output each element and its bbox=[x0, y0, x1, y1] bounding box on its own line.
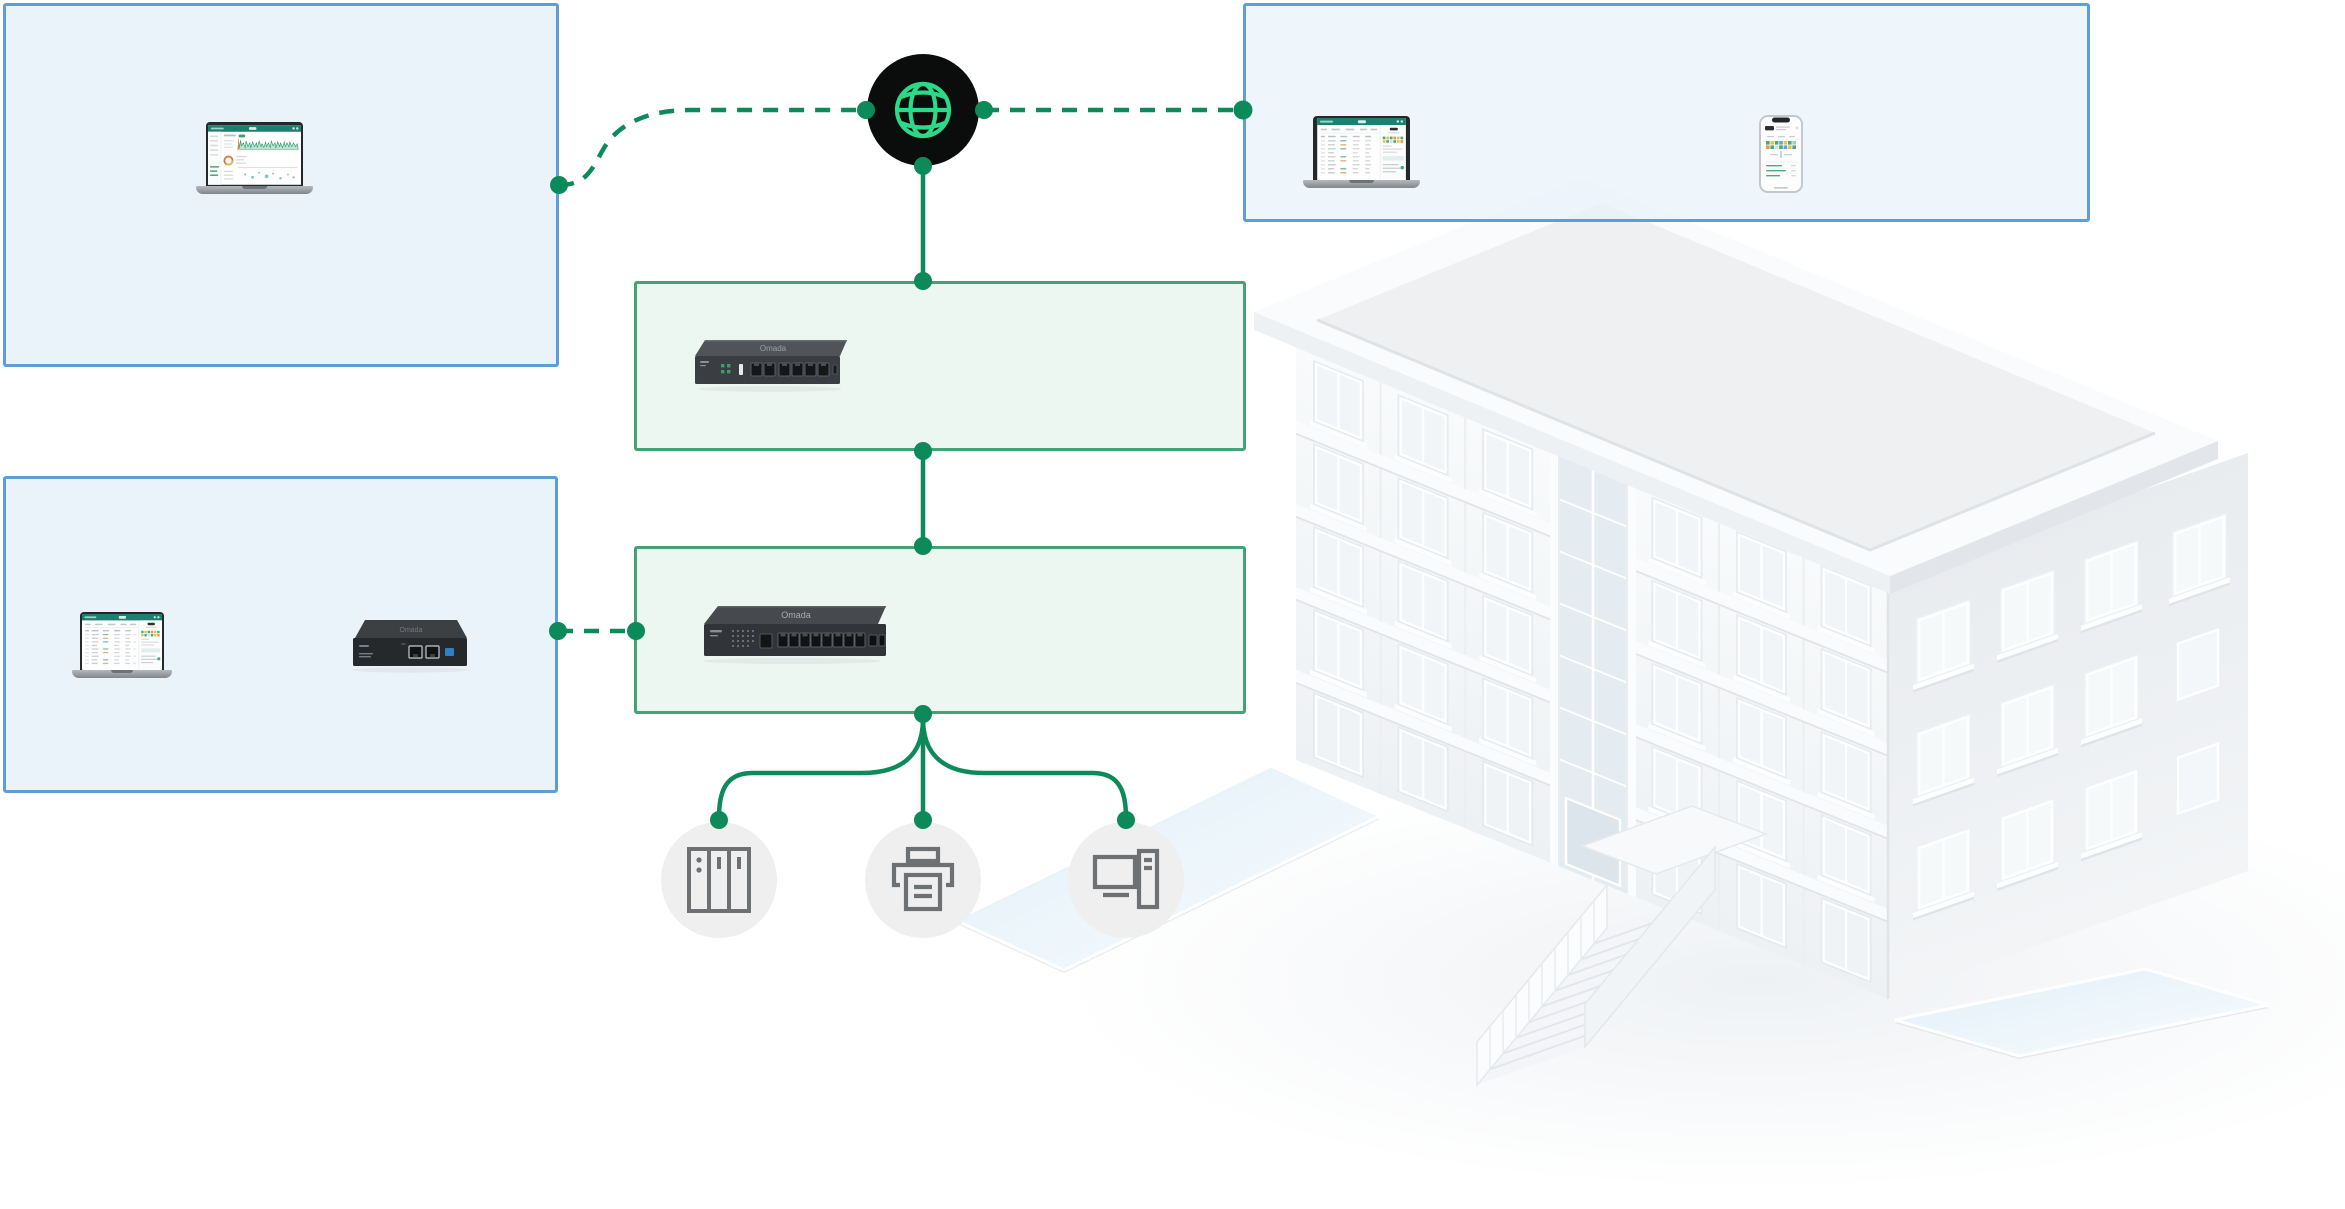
entrance-door bbox=[1564, 796, 1622, 888]
desktop-pc-icon bbox=[1092, 848, 1160, 910]
router-brand-label: Omada bbox=[760, 344, 787, 353]
ground-shadow bbox=[1060, 770, 2345, 1190]
printer-icon bbox=[891, 846, 955, 912]
link-switch-to-pc bbox=[920, 718, 1129, 819]
phone-screen bbox=[1765, 126, 1799, 177]
endpoint-printer bbox=[865, 822, 981, 938]
laptop-base bbox=[72, 670, 172, 678]
internet-node bbox=[867, 54, 979, 166]
skylight-panel-right bbox=[1894, 967, 2270, 1059]
switch-brand-label: Omada bbox=[781, 610, 811, 620]
smartphone-app bbox=[1758, 114, 1804, 201]
link-cloud-to-internet bbox=[558, 107, 862, 188]
entrance-stairs bbox=[1476, 805, 1769, 1088]
switch-box bbox=[634, 546, 1246, 714]
globe-icon bbox=[894, 81, 952, 139]
laptop-base bbox=[196, 186, 313, 194]
building-left-facade bbox=[1296, 341, 1888, 999]
controller-brand-label: Omada bbox=[400, 627, 423, 634]
laptop-device-list-local bbox=[72, 612, 172, 678]
server-rack-icon bbox=[687, 847, 751, 913]
device-list-screen bbox=[82, 614, 162, 670]
atrium-glass bbox=[1550, 443, 1636, 898]
connection-dots bbox=[549, 100, 1253, 829]
link-switch-to-server bbox=[716, 718, 926, 819]
router-gateway: Omada bbox=[685, 336, 855, 399]
monitoring-dashboard-screen bbox=[208, 125, 301, 185]
building-roof bbox=[1254, 177, 2218, 594]
remote-access-box bbox=[1243, 3, 2090, 222]
laptop-device-list-remote bbox=[1303, 116, 1420, 188]
hardware-controller: Omada bbox=[345, 612, 475, 679]
building-right-facade bbox=[1888, 452, 2248, 998]
laptop-base bbox=[1303, 180, 1420, 188]
endpoint-server-rack bbox=[661, 822, 777, 938]
endpoint-desktop-pc bbox=[1068, 822, 1184, 938]
device-list-screen bbox=[1317, 118, 1406, 180]
network-switch: Omada bbox=[690, 602, 895, 671]
floor-bands bbox=[1296, 421, 1888, 923]
laptop-monitoring-dashboard bbox=[196, 122, 313, 194]
